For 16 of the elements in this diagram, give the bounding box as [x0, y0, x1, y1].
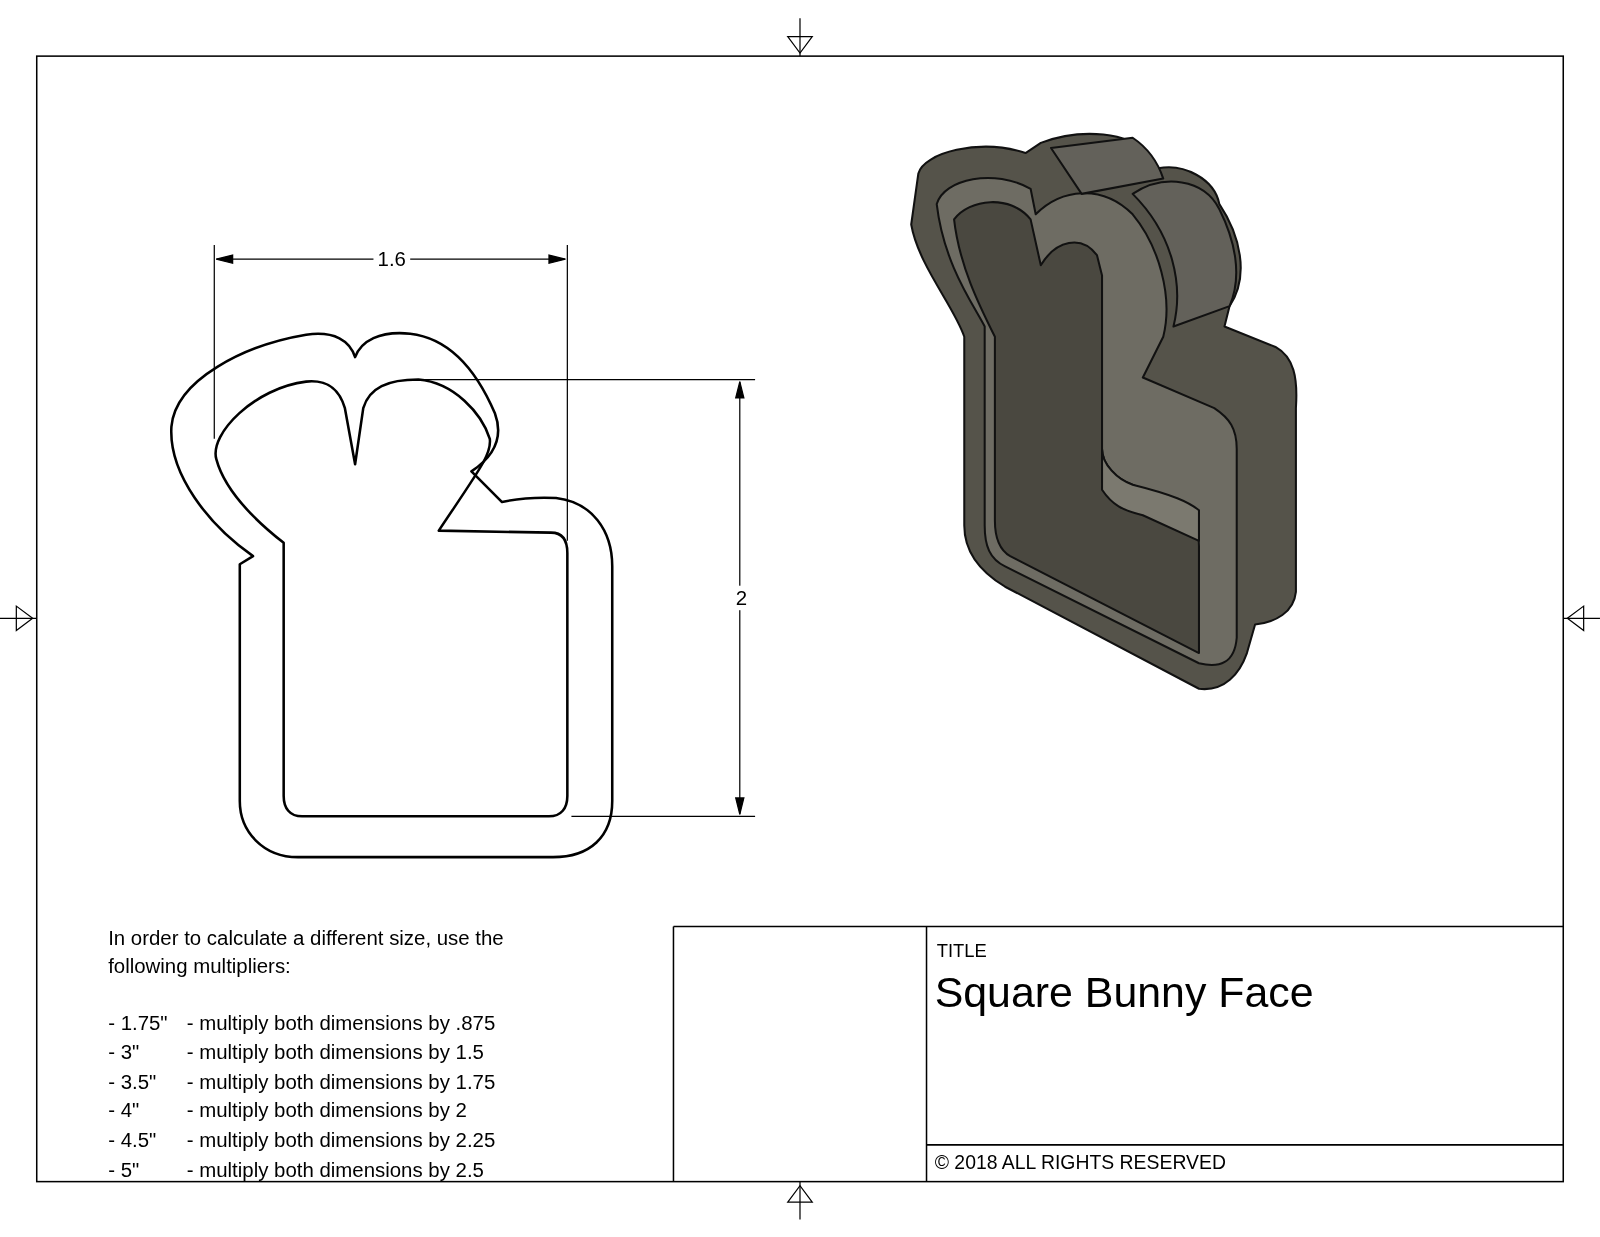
size-value: - 3" [108, 1039, 140, 1065]
multiplier-note: - multiply both dimensions by 2.25 [186, 1127, 496, 1153]
size-value: - 4" [108, 1098, 140, 1123]
size-value: - 1.75" [108, 1010, 168, 1035]
multiplier-note: - multiply both dimensions by 2 [186, 1098, 467, 1123]
multiplier-note: - multiply both dimensions by 1.75 [186, 1069, 496, 1094]
multiplier-note: - multiply both dimensions by 2.5 [186, 1157, 484, 1182]
multiplier-note: - multiply both dimensions by .875 [186, 1010, 496, 1035]
size-value: - 5" [108, 1157, 140, 1182]
copyright-notice: © 2018 ALL RIGHTS RESERVED [934, 1152, 1226, 1176]
multiplier-note: - multiply both dimensions by 1.5 [186, 1039, 484, 1065]
title-block-label: TITLE [936, 940, 987, 963]
size-value: - 4.5" [108, 1127, 157, 1153]
size-value: - 3.5" [108, 1069, 157, 1094]
drawing-title: Square Bunny Face [934, 967, 1314, 1019]
instruction-text: In order to calculate a different size, use the following multipliers: [108, 925, 505, 980]
